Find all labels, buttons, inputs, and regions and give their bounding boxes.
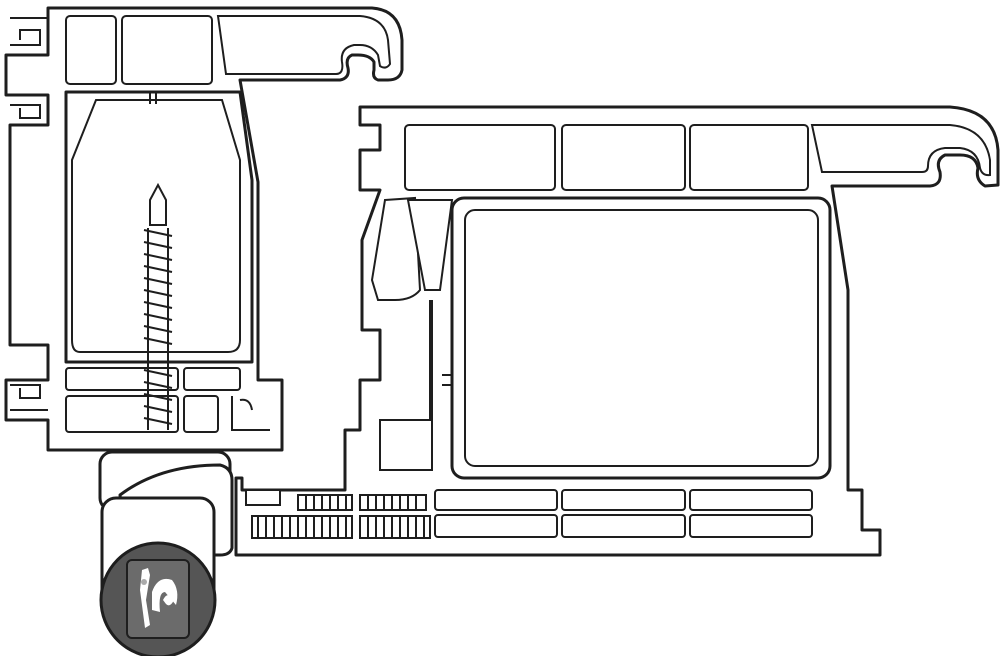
gaskets bbox=[245, 489, 431, 539]
rooster-logo-icon bbox=[99, 541, 217, 656]
screw-icon bbox=[143, 182, 173, 430]
sash-profile bbox=[234, 105, 1000, 557]
frame-profile bbox=[4, 6, 404, 452]
